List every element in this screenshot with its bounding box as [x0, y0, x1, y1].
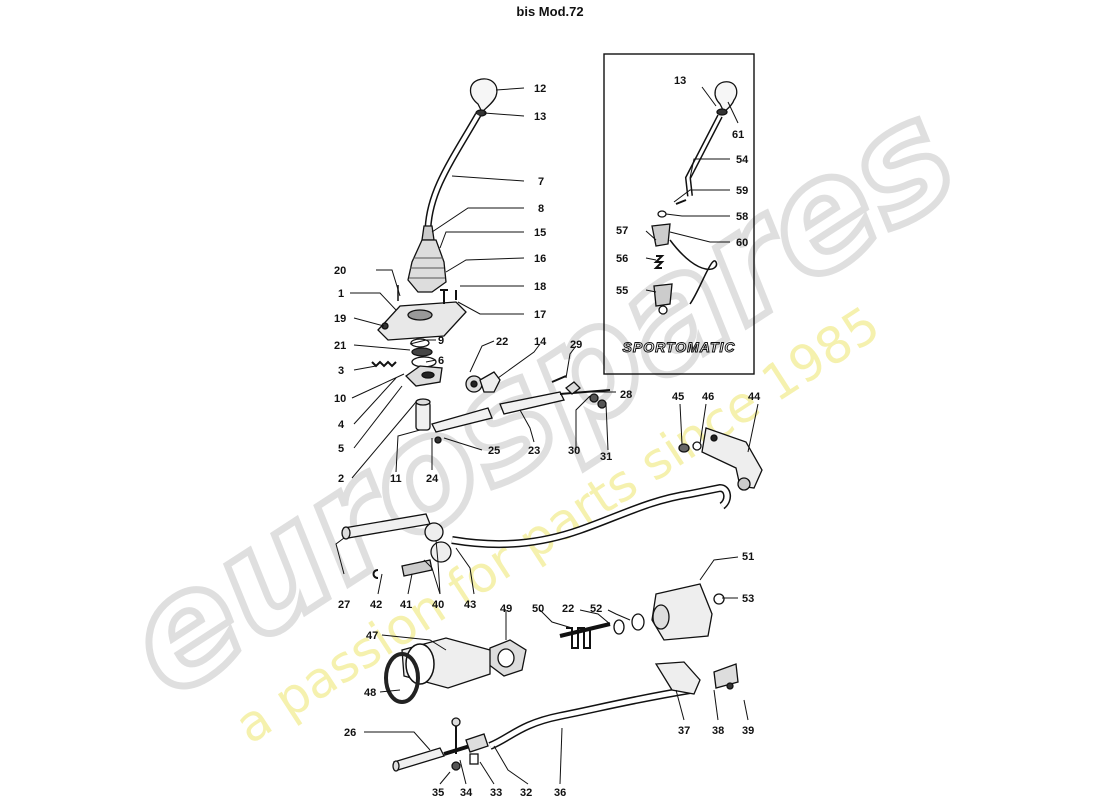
callout-7: 7	[538, 176, 544, 188]
shift-rod-lower	[341, 483, 731, 579]
shift-knob	[469, 78, 498, 114]
callout-18: 18	[534, 281, 546, 293]
lower-boots	[384, 583, 725, 704]
callout-40: 40	[432, 599, 444, 611]
shift-rod	[424, 113, 482, 229]
callout-19: 19	[334, 313, 346, 325]
callout-22-lower: 22	[562, 603, 574, 615]
callout-28: 28	[620, 389, 632, 401]
callout-9: 9	[438, 335, 444, 347]
callout-32: 32	[520, 787, 532, 799]
inset-callout-58: 58	[736, 211, 748, 223]
callout-1: 1	[338, 288, 344, 300]
callout-16: 16	[534, 253, 546, 265]
callout-33: 33	[490, 787, 502, 799]
callout-4: 4	[338, 419, 345, 431]
callout-53: 53	[742, 593, 754, 605]
callout-10: 10	[334, 393, 346, 405]
callout-39: 39	[742, 725, 754, 737]
callout-23: 23	[528, 445, 540, 457]
inset-callout-59: 59	[736, 185, 748, 197]
callout-8: 8	[538, 203, 544, 215]
callout-21: 21	[334, 340, 346, 352]
callout-12: 12	[534, 83, 546, 95]
callouts	[335, 86, 759, 785]
callout-46: 46	[702, 391, 714, 403]
inset-callout-60: 60	[736, 237, 748, 249]
callout-labels: 12 13 7 8 15 16 20 18 1 17 19 9 22 14 21…	[334, 75, 761, 799]
callout-37: 37	[678, 725, 690, 737]
callout-44: 44	[748, 391, 761, 403]
shift-lever-assembly	[371, 78, 498, 431]
callout-17: 17	[534, 309, 546, 321]
callout-51: 51	[742, 551, 754, 563]
callout-52: 52	[590, 603, 602, 615]
callout-48: 48	[364, 687, 376, 699]
callout-14: 14	[534, 336, 547, 348]
selector-lever	[678, 427, 763, 491]
callout-5: 5	[338, 443, 344, 455]
callout-24: 24	[426, 473, 439, 485]
callout-15: 15	[534, 227, 546, 239]
callout-6: 6	[438, 355, 444, 367]
callout-38: 38	[712, 725, 724, 737]
inset-callout-54: 54	[736, 154, 749, 166]
callout-22-upper: 22	[496, 336, 508, 348]
inset-callout-57: 57	[616, 225, 628, 237]
callout-43: 43	[464, 599, 476, 611]
lower-linkage	[392, 661, 739, 772]
callout-27: 27	[338, 599, 350, 611]
inset-callout-13: 13	[674, 75, 686, 87]
sportomatic-label: SPORTOMATIC	[623, 339, 736, 355]
sportomatic-inset-frame	[603, 53, 755, 375]
callout-25: 25	[488, 445, 500, 457]
callout-13: 13	[534, 111, 546, 123]
callout-31: 31	[600, 451, 612, 463]
watermark: eurospares a passion for parts since 198…	[91, 64, 988, 755]
inset-callout-55: 55	[616, 285, 628, 297]
callout-47: 47	[366, 630, 378, 642]
callout-42: 42	[370, 599, 382, 611]
callout-34: 34	[460, 787, 473, 799]
diagram-title: bis Mod.72	[516, 4, 584, 19]
shift-shafts	[431, 375, 611, 444]
inset-callout-56: 56	[616, 253, 628, 265]
callout-26: 26	[344, 727, 356, 739]
callout-45: 45	[672, 391, 684, 403]
callout-3: 3	[338, 365, 344, 377]
callout-11: 11	[390, 473, 402, 485]
callout-36: 36	[554, 787, 566, 799]
callout-29: 29	[570, 339, 582, 351]
callout-30: 30	[568, 445, 580, 457]
base-plate	[377, 301, 467, 341]
bracket-parts	[465, 371, 501, 393]
callout-35: 35	[432, 787, 444, 799]
callout-2: 2	[338, 473, 344, 485]
callout-49: 49	[500, 603, 512, 615]
callout-41: 41	[400, 599, 412, 611]
callout-20: 20	[334, 265, 346, 277]
inset-callout-61: 61	[732, 129, 744, 141]
callout-50: 50	[532, 603, 544, 615]
